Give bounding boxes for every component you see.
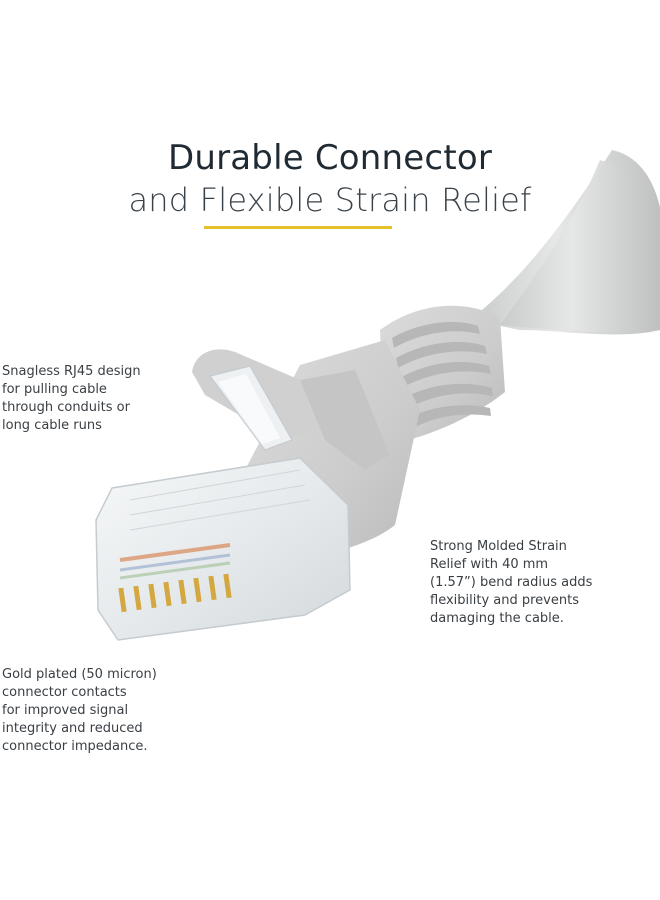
rj45-plug	[95, 365, 351, 641]
headline: Durable Connector and Flexible Strain Re…	[0, 138, 660, 219]
callout-strain-relief: Strong Molded Strain Relief with 40 mm (…	[430, 539, 593, 626]
headline-line-1: Durable Connector	[167, 138, 493, 178]
callout-gold-contacts: Gold plated (50 micron) connector contac…	[2, 667, 157, 754]
headline-accent-underline	[204, 226, 392, 229]
headline-line-2: and Flexible Strain Relief	[128, 180, 532, 219]
gold-contacts	[118, 573, 232, 613]
callout-snagless-rj45: Snagless RJ45 design for pulling cable t…	[2, 364, 141, 433]
